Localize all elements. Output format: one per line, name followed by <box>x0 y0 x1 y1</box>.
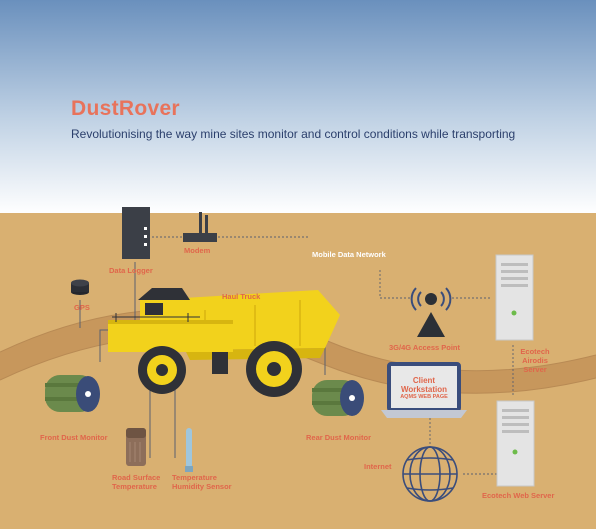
label-rear-dust-monitor: Rear Dust Monitor <box>306 433 372 442</box>
humidity-sensor-icon <box>185 428 193 472</box>
laptop-icon <box>381 362 467 418</box>
data-logger-icon <box>122 207 150 259</box>
label-client-workstation: Client Workstation <box>400 376 448 394</box>
page-subtitle: Revolutionising the way mine sites monit… <box>71 127 516 141</box>
page-title: DustRover <box>71 97 180 120</box>
label-aqms-web-page: AQMS WEB PAGE <box>400 394 448 400</box>
web-server-icon <box>496 400 535 487</box>
label-road-surface-temperature: Road Surface Temperature <box>112 473 161 491</box>
label-airodis-server: Ecotech Airodis Server <box>520 347 550 374</box>
label-access-point: 3G/4G Access Point <box>389 343 461 352</box>
airodis-server-icon <box>495 254 534 341</box>
sky <box>0 0 596 214</box>
label-haul-truck: Haul Truck <box>222 292 261 301</box>
gps-icon <box>71 279 89 295</box>
label-web-server: Ecotech Web Server <box>482 491 555 500</box>
label-internet: Internet <box>364 462 392 471</box>
modem-icon <box>183 212 217 242</box>
rear-dust-monitor-icon <box>312 380 364 416</box>
globe-icon <box>402 446 458 502</box>
road-edge-top <box>0 308 596 372</box>
access-point-icon <box>410 287 452 337</box>
road-sensor-icon <box>126 428 146 466</box>
label-gps: GPS <box>74 303 90 312</box>
label-mobile-data-network: Mobile Data Network <box>312 250 386 259</box>
haul-truck-icon <box>108 288 340 397</box>
label-modem: Modem <box>184 246 211 255</box>
label-front-dust-monitor: Front Dust Monitor <box>40 433 108 442</box>
front-dust-monitor-icon <box>45 375 100 412</box>
label-temperature-humidity-sensor: Temperature Humidity Sensor <box>172 473 232 491</box>
label-data-logger: Data Logger <box>109 266 153 275</box>
connection-lines <box>152 236 514 475</box>
